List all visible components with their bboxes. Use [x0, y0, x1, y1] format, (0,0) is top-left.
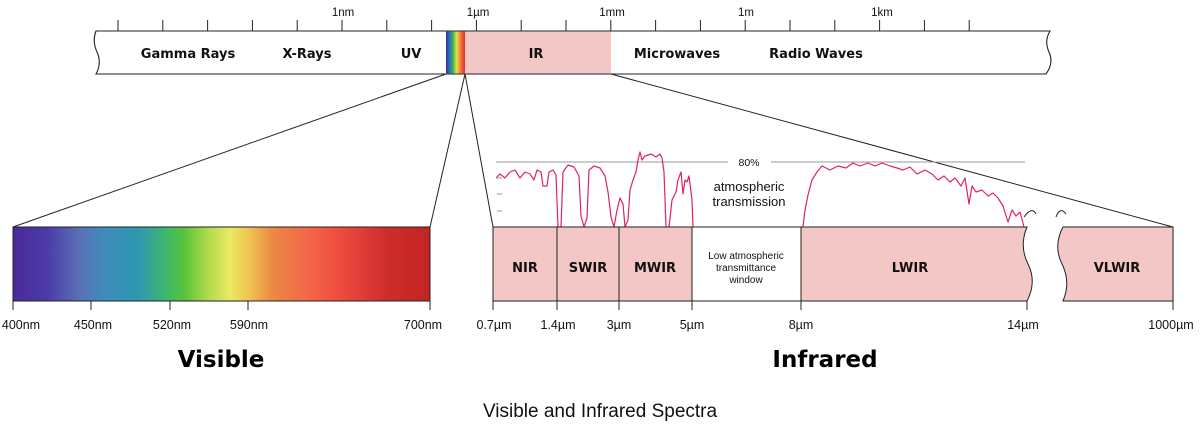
scale-ticks	[117, 20, 970, 31]
window-label-line3: window	[728, 275, 763, 286]
zoom-lines	[12, 73, 1174, 228]
transmission-label-line2: transmission	[713, 194, 786, 209]
visible-tick-520nm: 520nm	[153, 318, 191, 332]
figure-caption: Visible and Infrared Spectra	[483, 401, 718, 422]
visible-rainbow-strip	[446, 31, 465, 74]
visible-spectrum: 400nm 450nm 520nm 590nm 700nm Visible	[2, 226, 442, 373]
ir-tick-8um: 8µm	[789, 318, 814, 332]
mwir-label: MWIR	[634, 261, 676, 276]
nir-label: NIR	[512, 261, 538, 276]
scale-label-1nm: 1nm	[332, 7, 354, 19]
band-radio-waves: Radio Waves	[769, 47, 863, 62]
window-label-line2: transmittance	[716, 263, 776, 274]
band-uv: UV	[401, 47, 422, 62]
axis-break-right	[1055, 210, 1067, 218]
ir-tick-3um: 3µm	[607, 318, 632, 332]
nir-segment	[492, 226, 558, 302]
visible-tick-700nm: 700nm	[404, 318, 442, 332]
scale-label-1km: 1km	[871, 7, 893, 19]
low-transmittance-window	[691, 226, 802, 302]
ir-tick-0.7um: 0.7µm	[477, 318, 512, 332]
infrared-spectrum: 80% atmospheric transmission NIR SWIR MW…	[477, 151, 1194, 373]
swir-segment	[556, 226, 620, 302]
em-spectrum-bar: 1nm 1µm 1mm 1m 1km Gamma Rays X-Rays UV …	[93, 7, 1052, 75]
transmission-label-line1: atmospheric	[714, 179, 785, 194]
transmission-minor-ticks	[497, 177, 502, 212]
visible-ticks	[12, 301, 431, 310]
scale-label-1um: 1µm	[467, 7, 490, 19]
band-gamma-rays: Gamma Rays	[141, 47, 236, 62]
visible-tick-450nm: 450nm	[74, 318, 112, 332]
scale-label-1mm: 1mm	[599, 7, 625, 19]
ir-band-fill	[465, 31, 611, 74]
axis-break-left	[1023, 210, 1037, 218]
infrared-heading: Infrared	[772, 347, 877, 373]
ir-tick-1.4um: 1.4µm	[541, 318, 576, 332]
visible-heading: Visible	[178, 347, 265, 373]
vlwir-segment	[1057, 226, 1174, 302]
reference-line-label: 80%	[738, 157, 759, 169]
lwir-segment	[800, 226, 1033, 302]
band-ir: IR	[529, 47, 544, 62]
transmission-curve	[495, 151, 694, 228]
band-microwaves: Microwaves	[634, 47, 721, 62]
lwir-label: LWIR	[892, 261, 928, 276]
transmission-curve-lwir	[802, 162, 1025, 228]
band-x-rays: X-Rays	[283, 47, 332, 62]
infrared-ticks	[492, 301, 1174, 310]
visible-gradient-bar	[12, 226, 431, 302]
ir-tick-1000um: 1000µm	[1148, 318, 1193, 332]
visible-tick-590nm: 590nm	[230, 318, 268, 332]
vlwir-label: VLWIR	[1094, 261, 1141, 276]
swir-label: SWIR	[569, 261, 608, 276]
ir-tick-14um: 14µm	[1007, 318, 1039, 332]
visible-tick-400nm: 400nm	[2, 318, 40, 332]
mwir-segment	[618, 226, 693, 302]
window-label-line1: Low atmospheric	[708, 251, 784, 262]
ir-tick-5um: 5µm	[680, 318, 705, 332]
scale-label-1m: 1m	[738, 7, 754, 19]
